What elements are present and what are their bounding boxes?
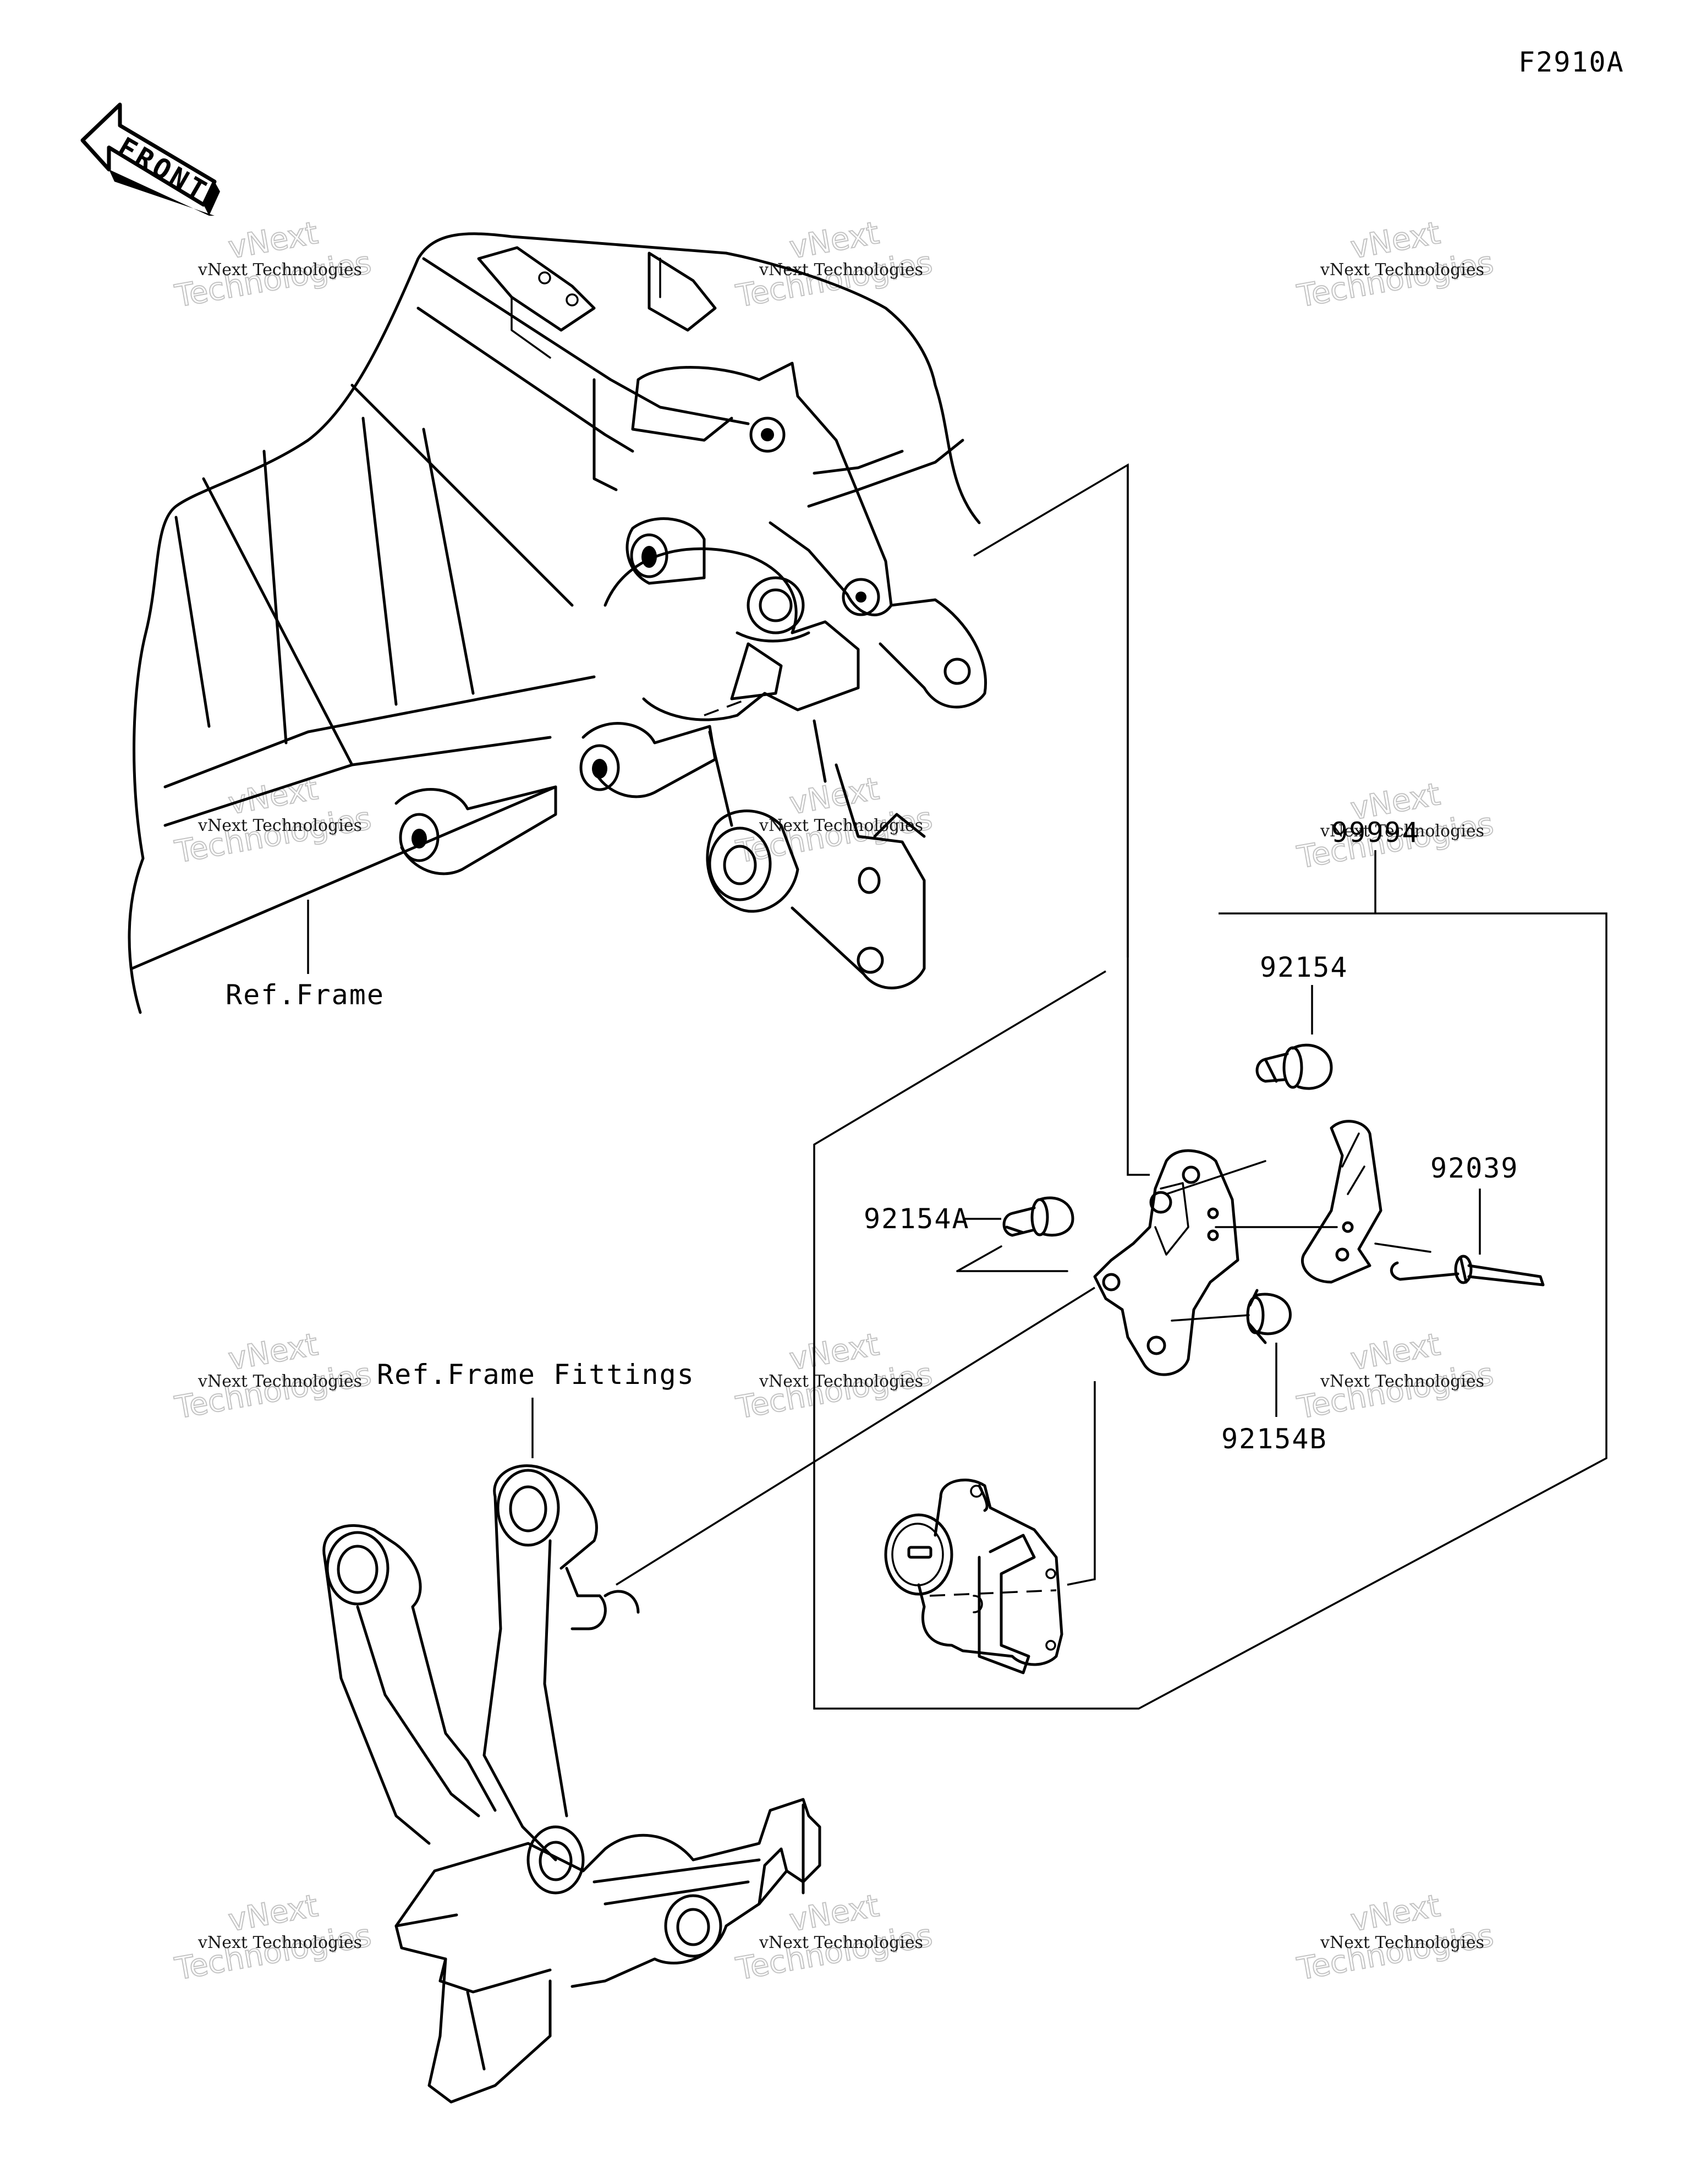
part-label-92154B: 92154B	[1221, 1423, 1327, 1455]
watermark: Technologies vNext vNext Technologies	[733, 215, 936, 315]
fitting-to-bracket-line	[616, 1287, 1095, 1586]
svg-text:vNext Technologies: vNext Technologies	[1320, 260, 1484, 280]
kit-line	[1127, 465, 1150, 1176]
kit-outline	[813, 912, 1607, 1710]
svg-text:vNext Technologies: vNext Technologies	[1320, 1372, 1484, 1391]
bolt-icon	[1255, 1043, 1333, 1090]
svg-text:vNext Technologies: vNext Technologies	[1320, 822, 1484, 841]
watermark: Technologies vNext vNext Technologies	[172, 770, 375, 871]
lock-icon	[884, 1479, 1063, 1674]
svg-text:vNext Technologies: vNext Technologies	[759, 1372, 923, 1391]
lock-link-line	[1067, 1381, 1096, 1586]
bracket-plate	[1093, 1149, 1239, 1376]
watermark: Technologies vNext vNext Technologies	[172, 1887, 375, 1988]
svg-text:vNext Technologies: vNext Technologies	[197, 1372, 362, 1391]
watermark: Technologies vNext vNext Technologies	[172, 215, 375, 315]
svg-text:vNext Technologies: vNext Technologies	[197, 1933, 362, 1952]
frame-fittings-illustration	[322, 1464, 821, 2104]
guide-line	[1171, 1314, 1250, 1322]
diagram-code: F2910A	[1518, 46, 1625, 78]
front-arrow-icon: FRONT	[80, 102, 220, 216]
svg-text:vNext Technologies: vNext Technologies	[197, 260, 362, 280]
watermark: Technologies vNext vNext Technologies	[1294, 215, 1497, 315]
guide-line	[1374, 1242, 1431, 1253]
rivet-icon	[1390, 1255, 1545, 1287]
ref-frame-label: Ref.Frame	[226, 979, 385, 1011]
part-label-92039: 92039	[1430, 1152, 1519, 1184]
frame-illustration	[128, 232, 987, 1014]
watermark: Technologies vNext vNext Technologies	[733, 1326, 936, 1427]
svg-text:vNext Technologies: vNext Technologies	[759, 1933, 923, 1952]
kit-number-label: 99994	[1331, 817, 1420, 849]
watermark: Technologies vNext vNext Technologies	[172, 1326, 375, 1427]
bolt-icon	[1246, 1289, 1292, 1344]
watermark: Technologies vNext vNext Technologies	[1294, 1887, 1497, 1988]
watermark: Technologies vNext vNext Technologies	[1294, 1326, 1497, 1427]
lock-plate	[1301, 1120, 1382, 1284]
bolt-icon	[1002, 1196, 1074, 1237]
watermark: Technologies vNext vNext Technologies	[733, 1887, 936, 1988]
kit-to-frame-line	[973, 463, 1129, 957]
svg-text:vNext Technologies: vNext Technologies	[1320, 1933, 1484, 1952]
part-label-92154A: 92154A	[864, 1203, 970, 1235]
guide-line	[1165, 1160, 1266, 1195]
guide-line	[956, 1245, 1002, 1272]
svg-text:vNext Technologies: vNext Technologies	[759, 260, 923, 280]
ref-frame-fittings-label: Ref.Frame Fittings	[377, 1359, 695, 1391]
svg-text:vNext Technologies: vNext Technologies	[759, 816, 923, 835]
part-label-92154: 92154	[1260, 951, 1348, 983]
svg-text:vNext Technologies: vNext Technologies	[197, 816, 362, 835]
